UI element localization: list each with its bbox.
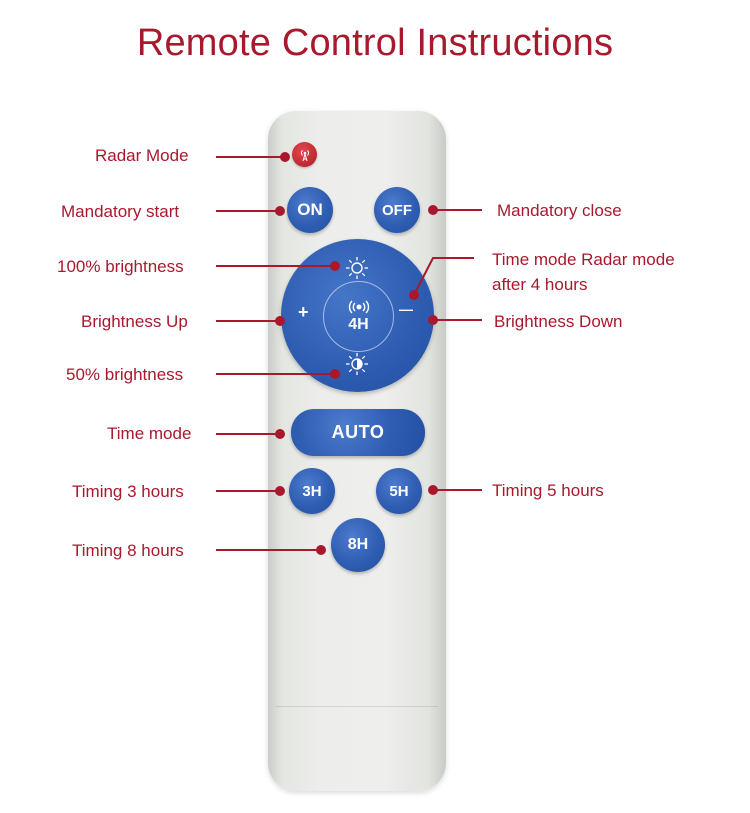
leader-time-radar xyxy=(413,257,474,296)
label-time-mode: Time mode xyxy=(107,424,192,443)
label-time-radar-line2: after 4 hours xyxy=(492,275,588,294)
label-time-radar-line1: Time mode Radar mode xyxy=(492,250,675,269)
timer-8h-button[interactable]: 8H xyxy=(331,518,385,572)
time-radar-4h-button[interactable]: 4H xyxy=(323,281,394,352)
label-brightness-down: Brightness Down xyxy=(494,312,623,331)
half-sun-icon[interactable] xyxy=(344,351,370,377)
auto-button[interactable]: AUTO xyxy=(291,409,425,456)
off-button[interactable]: OFF xyxy=(374,187,420,233)
on-button[interactable]: ON xyxy=(287,187,333,233)
radar-icon xyxy=(300,149,309,161)
remote-control: ON OFF + — 4H xyxy=(268,111,446,791)
timer-5h-label: 5H xyxy=(389,482,409,500)
page-title: Remote Control Instructions xyxy=(136,22,614,64)
center-button-label: 4H xyxy=(348,316,369,333)
timer-5h-button[interactable]: 5H xyxy=(376,468,422,514)
brightness-up-button[interactable]: + xyxy=(298,302,309,322)
timer-3h-label: 3H xyxy=(302,482,322,500)
radar-wave-icon xyxy=(348,300,369,314)
label-timing-5: Timing 5 hours xyxy=(492,481,604,500)
label-50-brightness: 50% brightness xyxy=(66,365,184,384)
label-timing-8: Timing 8 hours xyxy=(72,541,184,560)
timer-3h-button[interactable]: 3H xyxy=(289,468,335,514)
full-sun-icon[interactable] xyxy=(344,255,370,281)
remote-bottom-seam xyxy=(276,706,438,707)
label-radar-mode: Radar Mode xyxy=(95,146,189,165)
label-100-brightness: 100% brightness xyxy=(57,257,184,276)
radar-mode-button[interactable] xyxy=(292,142,317,167)
label-timing-3: Timing 3 hours xyxy=(72,482,184,501)
brightness-down-button[interactable]: — xyxy=(399,301,413,317)
label-mandatory-start: Mandatory start xyxy=(61,202,180,221)
off-button-label: OFF xyxy=(382,201,412,219)
label-mandatory-close: Mandatory close xyxy=(497,201,622,220)
auto-button-label: AUTO xyxy=(331,422,385,442)
on-button-label: ON xyxy=(297,200,323,219)
label-brightness-up: Brightness Up xyxy=(81,312,188,331)
brightness-dpad: + — 4H xyxy=(281,239,434,392)
timer-8h-label: 8H xyxy=(347,536,369,553)
